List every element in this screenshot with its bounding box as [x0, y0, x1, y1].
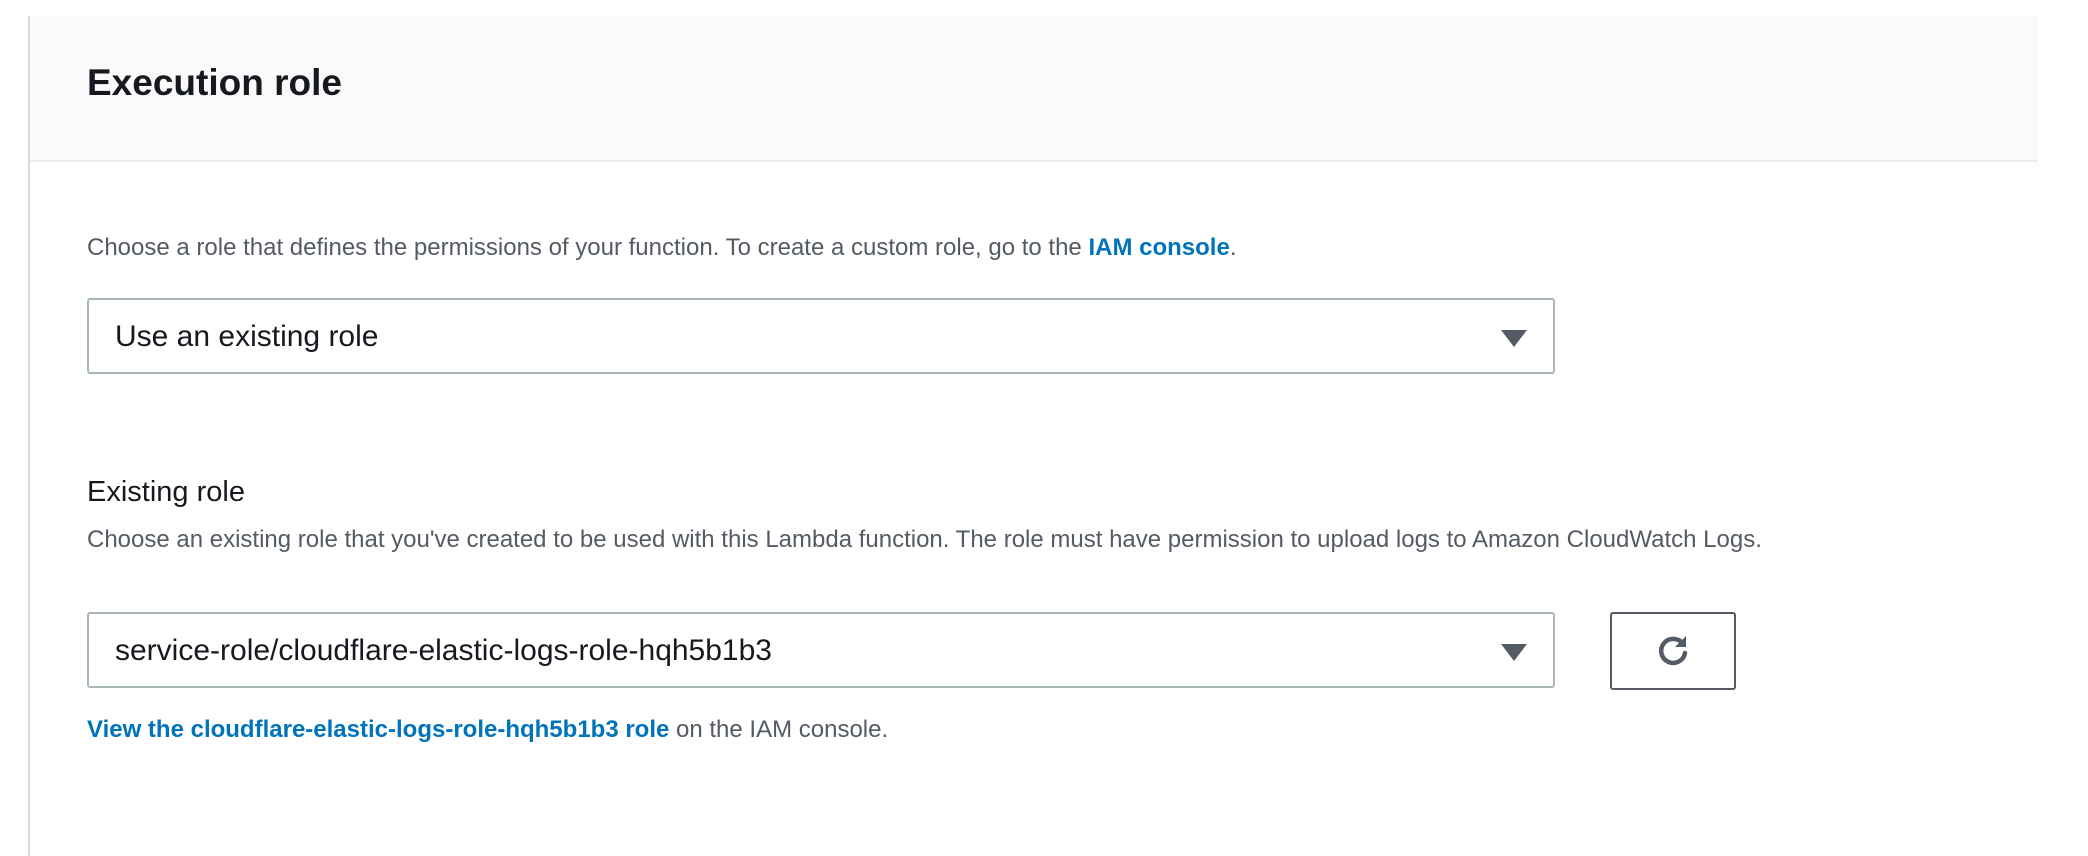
panel-title: Execution role — [87, 62, 342, 103]
role-option-select[interactable]: Use an existing role — [87, 298, 1555, 374]
existing-role-label: Existing role — [87, 476, 245, 508]
existing-role-select[interactable]: service-role/cloudflare-elastic-logs-rol… — [87, 612, 1555, 688]
role-option-value: Use an existing role — [115, 320, 379, 353]
view-role-link[interactable]: View the cloudflare-elastic-logs-role-hq… — [87, 716, 670, 743]
existing-role-description: Choose an existing role that you've crea… — [87, 526, 1762, 553]
caret-down-icon — [1501, 330, 1527, 347]
refresh-icon — [1658, 636, 1688, 666]
caret-down-icon — [1501, 644, 1527, 661]
existing-role-value: service-role/cloudflare-elastic-logs-rol… — [115, 634, 772, 667]
refresh-button[interactable] — [1610, 612, 1736, 690]
role-description: Choose a role that defines the permissio… — [87, 234, 1237, 261]
panel-header: Execution role — [30, 16, 2038, 162]
view-role-line: View the cloudflare-elastic-logs-role-hq… — [87, 716, 889, 743]
iam-console-link[interactable]: IAM console — [1088, 234, 1230, 261]
execution-role-panel: Execution role Choose a role that define… — [28, 16, 2038, 856]
